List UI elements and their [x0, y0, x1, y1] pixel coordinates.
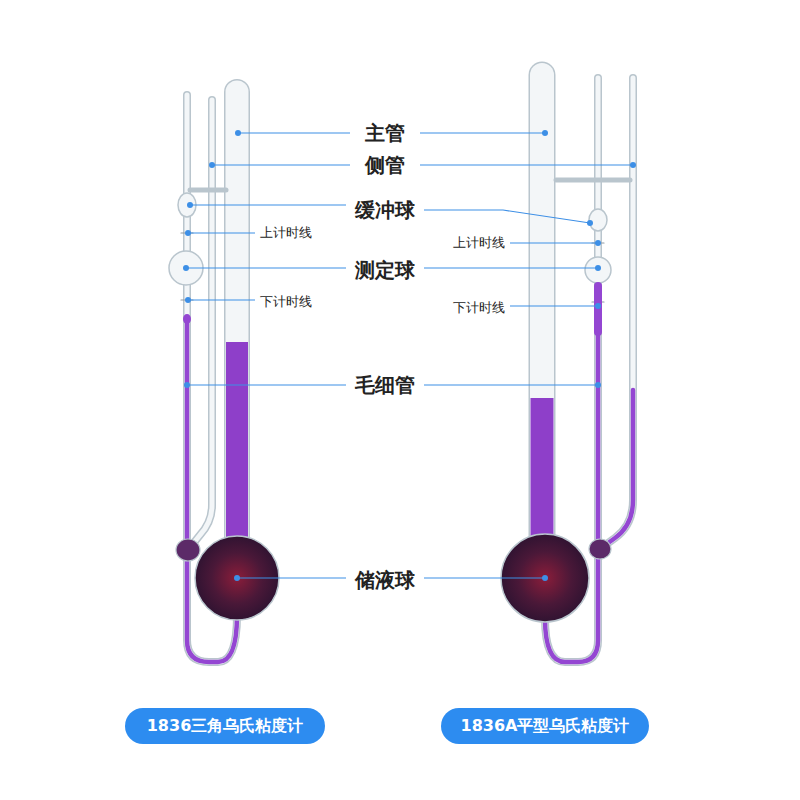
leader-line: [188, 232, 255, 233]
part-name: 测定球: [355, 258, 415, 282]
leader-line: [188, 299, 255, 300]
side-tube-inner: [604, 78, 633, 546]
leader-line: [212, 164, 633, 165]
leader-dot: [630, 162, 636, 168]
caption-text: 1836三角乌氏粘度计: [147, 716, 304, 737]
part-name: 主管: [365, 121, 405, 145]
measuring-bulb: [585, 257, 611, 283]
leader-dot: [587, 220, 593, 226]
leader-dot: [209, 162, 215, 168]
timing-marks: [181, 233, 193, 300]
timing-line-label: 上计时线: [453, 235, 505, 251]
right-viscometer: [501, 75, 633, 662]
timing-line-label: 下计时线: [453, 300, 505, 316]
left-viscometer: [169, 92, 279, 662]
buffer-bulb: [589, 209, 607, 231]
leader-dot: [595, 240, 601, 246]
liquid-meniscus: [183, 314, 191, 324]
leader-lines: [186, 133, 633, 578]
leader-dot: [185, 230, 191, 236]
leader-dot: [185, 297, 191, 303]
side-tube-glass: [192, 100, 212, 545]
leader-dots: [183, 130, 636, 581]
caption-pill: 1836A平型乌氏粘度计: [441, 708, 650, 744]
leader-dot: [234, 575, 240, 581]
leader-dot: [542, 575, 548, 581]
liquid-column: [594, 286, 602, 332]
part-name: 侧管: [365, 153, 405, 177]
leader-dot: [595, 265, 601, 271]
leader-dot: [595, 303, 601, 309]
suspension-bulb: [589, 539, 611, 559]
leader-line: [510, 305, 598, 306]
liquid-main: [226, 342, 248, 560]
timing-line-label: 下计时线: [260, 294, 312, 310]
side-tube-glass: [604, 78, 633, 546]
bridge-tube: [556, 178, 630, 183]
liquid-side: [604, 390, 633, 546]
part-name: 储液球: [355, 568, 415, 592]
leader-dot: [595, 382, 601, 388]
leader-line: [510, 242, 598, 243]
leader-dot: [184, 382, 190, 388]
leader-dot: [187, 202, 193, 208]
leader-dot: [235, 130, 241, 136]
caption-text: 1836A平型乌氏粘度计: [461, 716, 630, 737]
caption-pill: 1836三角乌氏粘度计: [125, 708, 325, 744]
leader-dot: [542, 130, 548, 136]
side-tube-inner: [192, 100, 212, 545]
timing-line-label: 上计时线: [260, 225, 312, 241]
part-name: 毛细管: [355, 373, 415, 397]
part-name: 缓冲球: [355, 198, 415, 222]
suspension-bulb: [176, 539, 200, 561]
leader-dot: [183, 265, 189, 271]
bridge-tube: [190, 188, 226, 193]
